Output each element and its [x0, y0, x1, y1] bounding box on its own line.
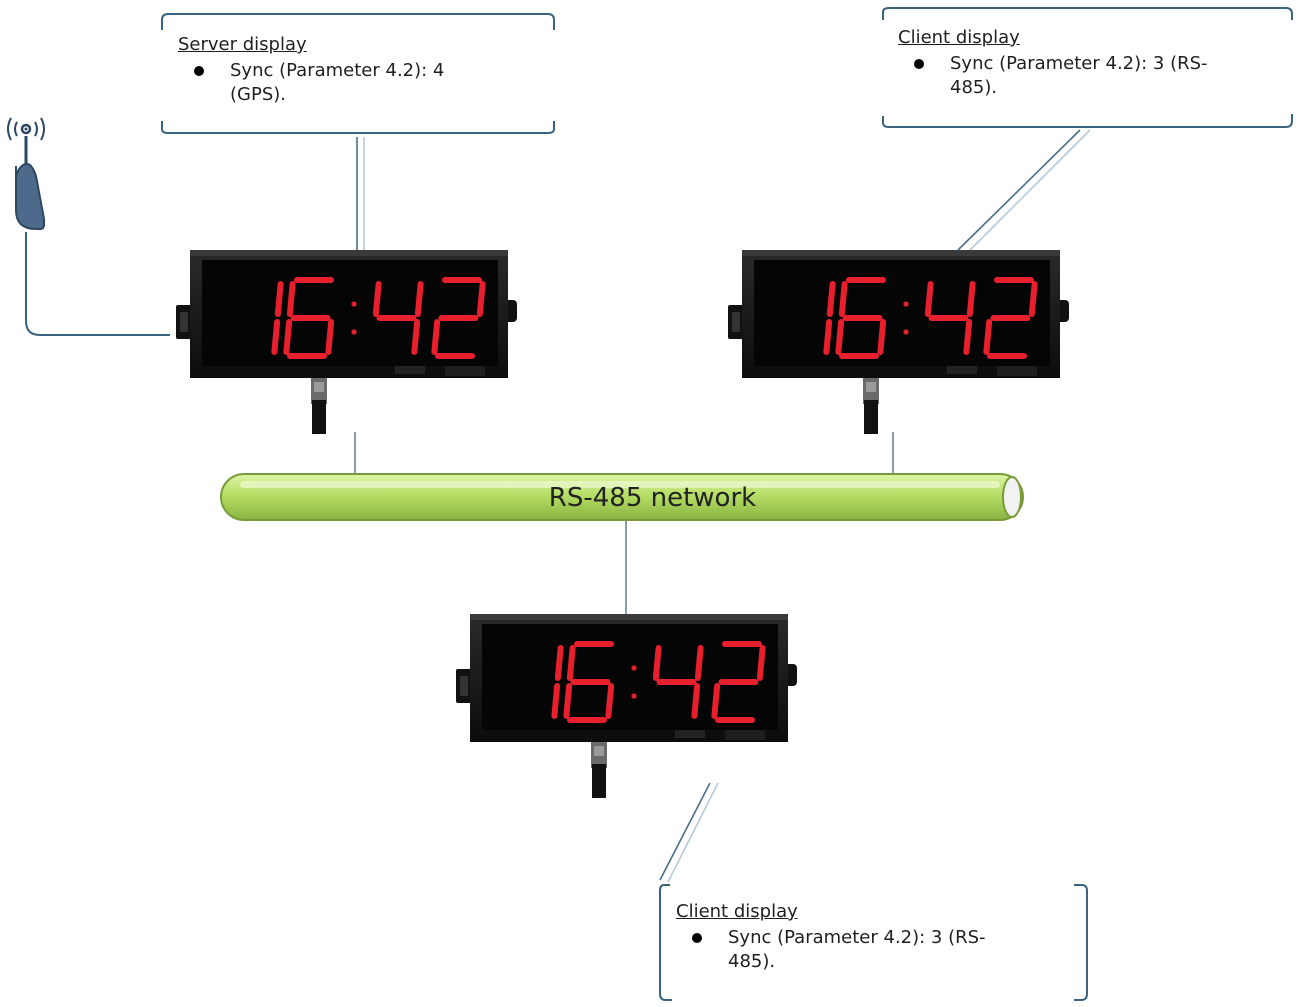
leader-client-bottom — [659, 782, 719, 883]
led-segment — [691, 683, 701, 719]
client-top-sync-line1: Sync (Parameter 4.2): 3 (RS- — [950, 53, 1208, 74]
led-segment — [877, 319, 887, 355]
server-clock-time — [271, 277, 486, 359]
client-top-callout: Client display Sync (Parameter 4.2): 3 (… — [898, 26, 1283, 100]
server-sync-line2: (GPS). — [230, 84, 286, 105]
client-bottom-callout-bullet: Sync (Parameter 4.2): 3 (RS- 485). — [676, 926, 1076, 974]
led-segment — [823, 319, 833, 355]
leader-client-top — [957, 129, 1091, 253]
led-segment — [414, 281, 424, 317]
led-segment — [325, 319, 335, 355]
led-segment — [1028, 281, 1038, 317]
led-segment — [431, 319, 441, 355]
gps-antenna-icon — [7, 117, 45, 230]
led-segment — [838, 281, 848, 317]
led-colon-dot — [903, 301, 909, 307]
led-segment — [694, 645, 704, 681]
led-segment — [566, 645, 576, 681]
client-bottom-callout: Client display Sync (Parameter 4.2): 3 (… — [676, 900, 1076, 974]
led-segment — [271, 319, 281, 355]
bullet-icon — [914, 59, 924, 69]
client-top-sync-line2: 485). — [950, 77, 998, 98]
led-segment — [963, 319, 973, 355]
led-segment — [966, 281, 976, 317]
led-segment — [286, 281, 296, 317]
client-bottom-clock-time — [551, 641, 766, 723]
client-top-clock-time — [823, 277, 1038, 359]
client-bottom-sync-line1: Sync (Parameter 4.2): 3 (RS- — [728, 927, 986, 948]
server-callout-bullet: Sync (Parameter 4.2): 4 (GPS). — [178, 59, 548, 107]
led-segment — [554, 645, 564, 681]
led-segment — [924, 281, 934, 317]
led-segment — [652, 645, 662, 681]
led-segment — [826, 281, 836, 317]
led-segment — [283, 319, 293, 355]
client-top-clock — [728, 250, 1069, 434]
led-segment — [711, 683, 721, 719]
led-colon-dot — [903, 329, 909, 335]
server-sync-line1: Sync (Parameter 4.2): 4 — [230, 60, 445, 81]
drop-lines — [354, 432, 894, 614]
client-top-callout-title: Client display — [898, 27, 1020, 48]
led-segment — [835, 319, 845, 355]
server-callout: Server display Sync (Parameter 4.2): 4 (… — [178, 33, 548, 107]
led-segment — [411, 319, 421, 355]
rs485-network-tube — [220, 473, 1024, 521]
led-segment — [274, 281, 284, 317]
bullet-icon — [692, 933, 702, 943]
led-colon-dot — [631, 693, 637, 699]
bullet-icon — [194, 66, 204, 76]
client-bottom-clock — [456, 614, 797, 798]
server-clock — [176, 250, 517, 434]
led-segment — [476, 281, 486, 317]
server-callout-title: Server display — [178, 34, 307, 55]
client-bottom-sync-line2: 485). — [728, 951, 776, 972]
led-segment — [563, 683, 573, 719]
led-segment — [605, 683, 615, 719]
client-top-callout-frame — [882, 7, 1293, 128]
led-segment — [551, 683, 561, 719]
led-colon-dot — [351, 329, 357, 335]
led-colon-dot — [631, 665, 637, 671]
client-bottom-callout-frame — [659, 884, 1088, 1001]
server-callout-frame — [161, 13, 555, 134]
led-segment — [372, 281, 382, 317]
leader-server — [356, 137, 365, 250]
client-top-callout-bullet: Sync (Parameter 4.2): 3 (RS- 485). — [898, 52, 1283, 100]
led-colon-dot — [351, 301, 357, 307]
gps-cable — [25, 232, 170, 336]
led-segment — [983, 319, 993, 355]
led-segment — [756, 645, 766, 681]
client-bottom-callout-title: Client display — [676, 901, 798, 922]
